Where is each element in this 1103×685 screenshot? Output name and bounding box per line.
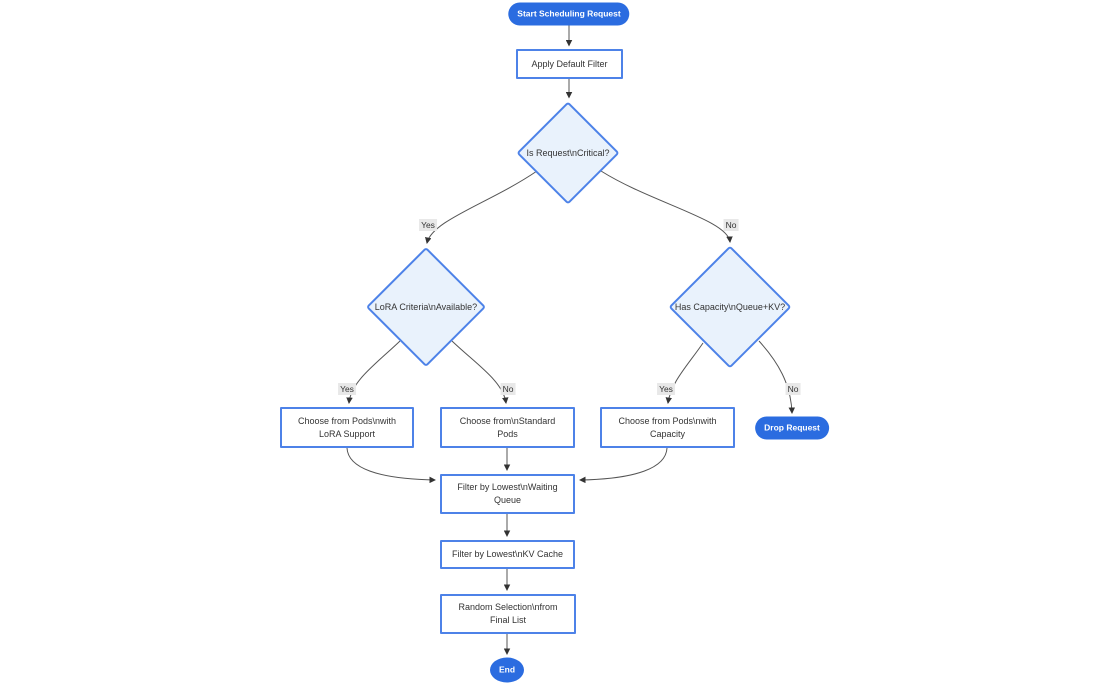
node-filter-kv-cache: Filter by Lowest\nKV Cache — [440, 540, 575, 569]
edge-label-critical-yes: Yes — [419, 219, 437, 231]
node-label: LoRA Criteria\nAvailable? — [374, 302, 478, 312]
edge-label-capacity-no: No — [785, 383, 801, 395]
edge-critical-yes-lora — [425, 170, 538, 244]
node-start: Start Scheduling Request — [508, 2, 630, 26]
node-label: Choose from\nStandard Pods — [459, 415, 556, 439]
node-choose-pods-capacity: Choose from Pods\nwith Capacity — [600, 407, 735, 448]
edge-critical-no-capacity — [600, 170, 733, 243]
edge-label-lora-yes: Yes — [338, 383, 356, 395]
node-choose-standard-pods: Choose from\nStandard Pods — [440, 407, 575, 448]
edge-label-critical-no: No — [723, 219, 739, 231]
edge-capacity-no-drop — [758, 340, 796, 414]
node-label: Apply Default Filter — [531, 58, 608, 69]
node-label: Has Capacity\nQueue+KV? — [674, 302, 786, 312]
decision-has-capacity: Has Capacity\nQueue+KV? — [668, 245, 792, 369]
edge-choose-lora-filter-queue — [346, 447, 436, 484]
node-label: Random Selection\nfrom Final List — [458, 602, 558, 625]
decision-lora-criteria-available: LoRA Criteria\nAvailable? — [365, 246, 487, 368]
node-label: Filter by Lowest\nWaiting Queue — [457, 482, 558, 505]
edge-label-lora-no: No — [500, 383, 516, 395]
node-apply-default-filter: Apply Default Filter — [516, 49, 623, 79]
node-label: Filter by Lowest\nKV Cache — [451, 549, 564, 559]
node-end: End — [490, 657, 524, 683]
node-label: Choose from Pods\nwith Capacity — [618, 415, 717, 439]
node-label: Choose from Pods\nwith LoRA Support — [297, 415, 397, 439]
edge-choose-capacity-filter-queue — [579, 447, 668, 484]
edge-label-capacity-yes: Yes — [657, 383, 675, 395]
edge-lora-no-choose-standard — [451, 340, 509, 404]
edge-lora-yes-choose-lora — [346, 340, 401, 404]
node-label: Is Request\nCritical? — [526, 148, 610, 158]
decision-is-request-critical: Is Request\nCritical? — [516, 101, 620, 205]
node-filter-waiting-queue: Filter by Lowest\nWaiting Queue — [440, 474, 575, 514]
node-choose-pods-lora: Choose from Pods\nwith LoRA Support — [280, 407, 414, 448]
edge-capacity-yes-choose-capacity — [665, 342, 704, 404]
node-random-selection: Random Selection\nfrom Final List — [440, 594, 576, 634]
node-drop-request: Drop Request — [755, 416, 829, 440]
